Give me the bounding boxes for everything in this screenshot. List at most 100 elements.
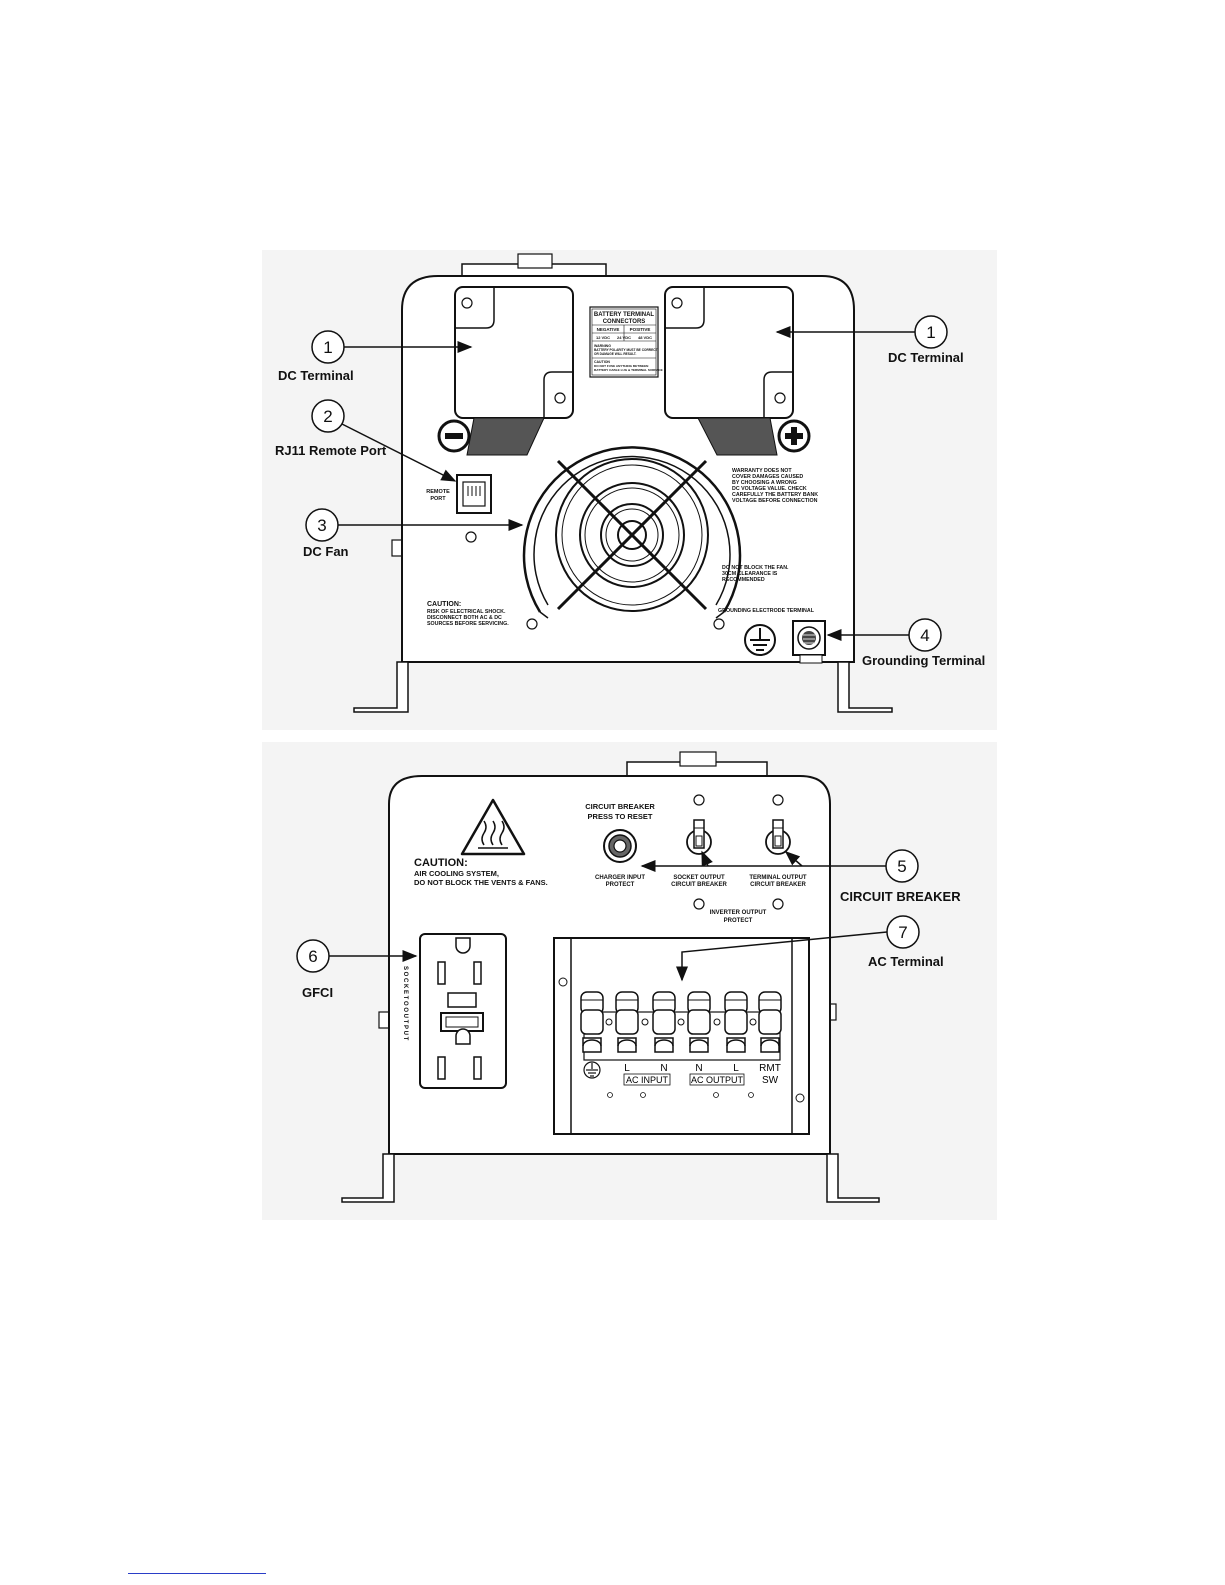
ac-terminal-screws [580, 991, 782, 1053]
battery-label-title-1: BATTERY TERMINAL [594, 312, 655, 318]
callout-number: 5 [897, 857, 906, 876]
ac-input-label: AC INPUT [626, 1075, 669, 1085]
screw-icon [772, 898, 784, 910]
warranty-note-5: CAREFULLY THE BATTERY BANK [732, 492, 818, 498]
footnote-separator [128, 1573, 266, 1574]
terminal-fastener [677, 1018, 685, 1026]
top-switch [679, 751, 717, 767]
terminal-label-n-input: N [660, 1063, 667, 1074]
terminal-breaker-label-2: CIRCUIT BREAKER [750, 882, 806, 888]
remote-port-label-2: PORT [430, 496, 446, 502]
callout-1-left: 1 DC Terminal [278, 330, 473, 383]
warranty-note-3: BY CHOOSING A WRONG [732, 480, 797, 486]
inverter-protect-label-2: PROTECT [724, 918, 753, 924]
dc-terminal-negative[interactable] [454, 286, 574, 456]
mounting-foot-right [837, 661, 893, 713]
callout-5: 5 CIRCUIT BREAKER [640, 849, 961, 904]
positive-symbol-icon [777, 419, 811, 453]
screw-icon [465, 531, 477, 543]
ac-output-label: AC OUTPUT [691, 1075, 744, 1085]
screw-icon [693, 794, 705, 806]
terminal-output-circuit-breaker[interactable] [765, 819, 791, 855]
grounding-terminal[interactable] [792, 620, 826, 656]
terminal-fastener [749, 1018, 757, 1026]
gfci-test-button[interactable] [447, 992, 477, 1008]
battery-label-warning-2: BATTERY POLARITY MUST BE CORRECT [594, 348, 658, 352]
ac-terminal-screw[interactable] [724, 991, 748, 1053]
callout-label-dc-terminal-left: DC Terminal [278, 368, 354, 383]
callout-number: 1 [323, 338, 332, 357]
shock-caution-2: RISK OF ELECTRICAL SHOCK. [427, 609, 506, 615]
dc-fan-grille [522, 446, 742, 619]
callout-label-dc-terminal-right: DC Terminal [888, 350, 964, 365]
top-switch [517, 253, 553, 269]
terminal-label-n-output: N [695, 1063, 702, 1074]
callout-2: 2 RJ11 Remote Port [275, 399, 457, 482]
grounding-electrode-label: GROUNDING ELECTRODE TERMINAL [718, 608, 815, 614]
warranty-note-2: COVER DAMAGES CAUSED [732, 474, 803, 480]
circuit-breaker-label-2: PRESS TO RESET [588, 812, 653, 821]
fan-note-2: 30CM CLEARANCE IS [722, 571, 778, 577]
charger-protect-label-1: CHARGER INPUT [595, 875, 645, 881]
ac-terminal-screw[interactable] [580, 991, 604, 1053]
circuit-breaker-label-1: CIRCUIT BREAKER [585, 802, 655, 811]
battery-label-12v: 12 VDC [596, 335, 610, 340]
mounting-foot-left [353, 661, 409, 713]
callout-label-grounding: Grounding Terminal [862, 653, 985, 668]
remote-port-label-1: REMOTE [426, 489, 450, 495]
terminal-breaker-label-1: TERMINAL OUTPUT [749, 875, 807, 881]
terminal-label-rmt: RMT [759, 1063, 781, 1074]
socket-output-circuit-breaker[interactable] [686, 819, 712, 855]
callout-1-right: 1 DC Terminal [775, 315, 964, 365]
ac-terminal-screw[interactable] [687, 991, 711, 1053]
terminal-label-l-output: L [733, 1063, 739, 1074]
socket-output-vertical-label: S O C K E T O O U T P U T [402, 966, 408, 1041]
terminal-fastener [605, 1018, 613, 1026]
callout-number: 2 [323, 407, 332, 426]
battery-label-warning-3: OR DAMAGE WILL RESULT. [594, 352, 636, 356]
mounting-foot-left [341, 1153, 395, 1203]
terminal-label-l-input: L [624, 1063, 630, 1074]
bottom-view-diagram: CAUTION: AIR COOLING SYSTEM, DO NOT BLOC… [296, 751, 961, 1203]
battery-label-negative: NEGATIVE [597, 327, 620, 332]
shock-caution-1: CAUTION: [427, 601, 461, 608]
charger-circuit-breaker-button[interactable] [603, 829, 637, 863]
callout-number: 3 [317, 516, 326, 535]
ac-terminal-screw[interactable] [615, 991, 639, 1053]
ac-terminal-screw[interactable] [758, 991, 782, 1053]
screw-icon [526, 618, 538, 630]
ac-terminal-screw[interactable] [652, 991, 676, 1053]
rj11-remote-port[interactable] [456, 474, 492, 514]
air-caution-1: CAUTION: [414, 857, 468, 869]
battery-label-48v: 48 VDC [638, 335, 652, 340]
callout-label-gfci: GFCI [302, 985, 333, 1000]
ground-symbol-icon [744, 624, 776, 656]
screw-icon [772, 794, 784, 806]
battery-label-warning-1: WARNING [594, 344, 611, 348]
warranty-note-6: VOLTAGE BEFORE CONNECTION [732, 498, 818, 504]
callout-number: 6 [308, 947, 317, 966]
callout-6: 6 GFCI [296, 939, 418, 1000]
hot-surface-warning-icon [460, 798, 526, 856]
callout-4: 4 Grounding Terminal [826, 618, 985, 668]
battery-label-caution-2: DO NOT FUSE ANYTHING BETWEEN [594, 364, 649, 368]
socket-breaker-label-1: SOCKET OUTPUT [673, 875, 725, 881]
bottom-view-panel: CAUTION: AIR COOLING SYSTEM, DO NOT BLOC… [262, 742, 997, 1220]
gfci-outlet[interactable] [419, 933, 507, 1089]
battery-terminal-label: BATTERY TERMINAL CONNECTORS NEGATIVE POS… [589, 306, 663, 378]
battery-label-positive: POSITIVE [630, 327, 651, 332]
air-caution-3: DO NOT BLOCK THE VENTS & FANS. [414, 878, 548, 887]
charger-protect-label-2: PROTECT [606, 882, 635, 888]
callout-number: 7 [898, 923, 907, 942]
warranty-note-1: WARRANTY DOES NOT [732, 468, 792, 474]
callout-3: 3 DC Fan [303, 508, 524, 559]
negative-symbol-icon [437, 419, 471, 453]
top-view-panel: BATTERY TERMINAL CONNECTORS NEGATIVE POS… [262, 250, 997, 730]
warranty-note-4: DC VOLTAGE VALUE. CHECK [732, 486, 807, 492]
shock-caution-4: SOURCES BEFORE SERVICING. [427, 621, 509, 627]
callout-number: 4 [920, 626, 929, 645]
screw-icon [693, 898, 705, 910]
dc-terminal-positive[interactable] [664, 286, 794, 456]
callout-number: 1 [926, 323, 935, 342]
socket-breaker-label-2: CIRCUIT BREAKER [671, 882, 727, 888]
